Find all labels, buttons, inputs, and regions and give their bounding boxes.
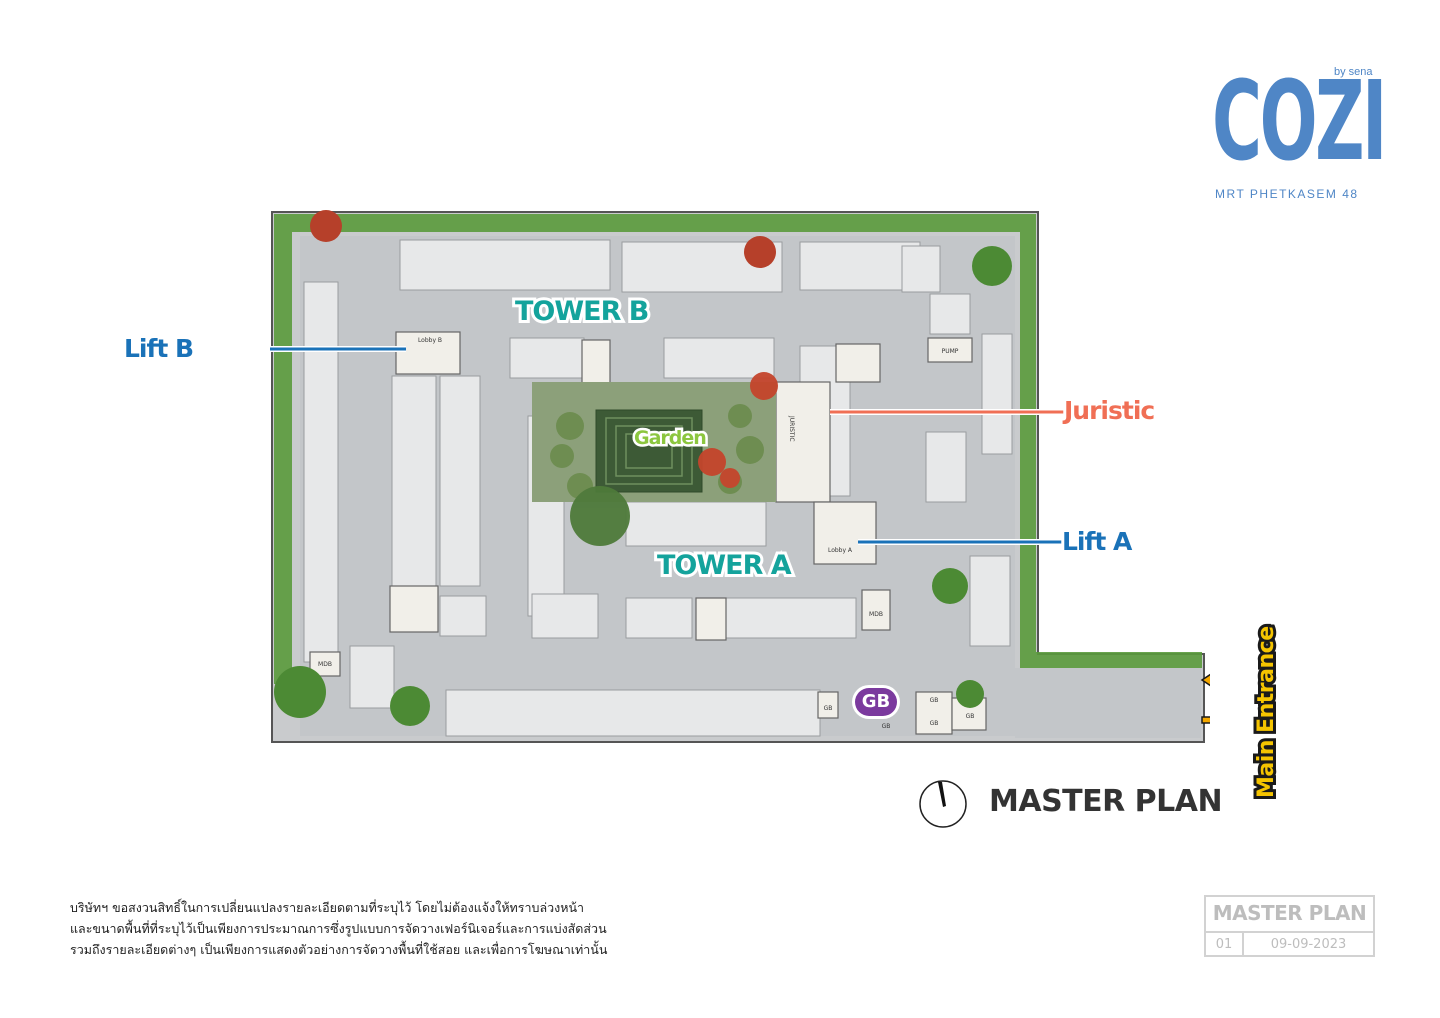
tag-gb-1: GB [824, 705, 833, 712]
disclaimer-line: รวมถึงรายละเอียดต่างๆ เป็นเพียงการแสดงตั… [70, 942, 608, 957]
tower-b-label: TOWER B [512, 293, 652, 330]
lift-b-label: Lift B [121, 331, 197, 366]
juristic-label: Juristic [1061, 393, 1158, 428]
gb-badge: GB [855, 688, 897, 716]
disclaimer-line: และขนาดพื้นที่ที่ระบุไว้เป็นเพียงการประม… [70, 921, 607, 936]
disclaimer-line: บริษัทฯ ขอสงวนสิทธิ์ในการเปลี่ยนแปลงรายล… [70, 900, 585, 915]
stamp-title: MASTER PLAN [1212, 901, 1367, 925]
tag-gb-4: GB [930, 720, 939, 727]
north-compass-icon [919, 780, 967, 828]
tag-gb-3: GB [930, 697, 939, 704]
tag-gb-5: GB [966, 713, 975, 720]
garden-label: Garden [632, 425, 710, 452]
tag-juristic-room: JURISTIC [788, 415, 795, 442]
stamp-number: 01 [1206, 933, 1244, 957]
tag-gb-2: GB [882, 723, 891, 730]
tower-a-label: TOWER A [654, 547, 795, 584]
brand-byline: by sena [1334, 66, 1373, 78]
title-stamp: MASTER PLAN 01 09-09-2023 [1204, 895, 1375, 957]
stamp-date: 09-09-2023 [1270, 937, 1347, 952]
main-entrance-label: Main Entrance [1251, 623, 1282, 801]
tag-mdb-2: MDB [869, 611, 883, 618]
tag-pump: PUMP [942, 348, 959, 355]
juristic-building [775, 381, 831, 503]
master-plan-map: Lobby B Lobby A PUMP MDB MDB GB GB GB GB… [270, 210, 1210, 743]
master-plan-title: MASTER PLAN [989, 784, 1223, 819]
disclaimer: บริษัทฯ ขอสงวนสิทธิ์ในการเปลี่ยนแปลงรายล… [70, 897, 670, 960]
brand-logo: COZI [1212, 57, 1387, 185]
lobby-b-building [395, 331, 461, 375]
tag-lobby-b: Lobby B [418, 337, 442, 344]
lobby-a-building [813, 501, 877, 565]
stamp-row: 01 09-09-2023 [1206, 931, 1373, 957]
lift-a-label: Lift A [1059, 524, 1135, 559]
tag-lobby-a: Lobby A [828, 547, 853, 554]
tag-mdb-1: MDB [318, 661, 332, 668]
brand-subtitle: MRT PHETKASEM 48 [1215, 187, 1359, 201]
